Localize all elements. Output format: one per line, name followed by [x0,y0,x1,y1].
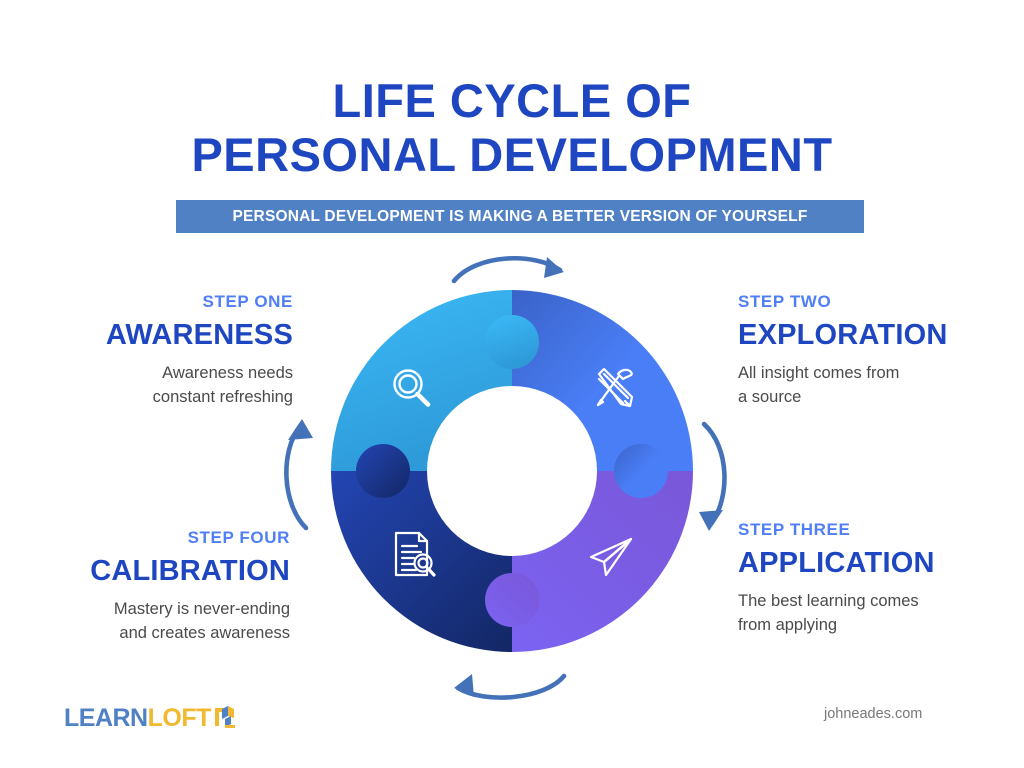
step-two-desc-line2: a source [738,387,802,406]
step-four-desc-line2: and creates awareness [119,623,290,642]
subtitle-text: PERSONAL DEVELOPMENT IS MAKING A BETTER … [232,207,808,225]
arrow-clockwise-bottom [440,666,572,715]
step-three-title: APPLICATION [738,547,935,579]
title-line-1: LIFE CYCLE OF [332,74,692,127]
step-two-title: EXPLORATION [738,319,948,351]
cycle-diagram [331,290,693,652]
arrow-clockwise-right [692,418,738,543]
logo-text-loft: LOFT [147,704,212,732]
title-line-2: PERSONAL DEVELOPMENT [191,128,833,182]
step-four-desc-line1: Mastery is never-ending [113,600,290,618]
step-three-label: STEP THREE [738,520,851,539]
arrow-clockwise-top [448,248,576,295]
arrow-clockwise-left [274,414,320,541]
step-four-title: CALIBRATION [90,555,290,587]
step-block-awareness: STEP ONE AWARENESS Awareness needs const… [20,292,293,410]
step-one-desc-line2: constant refreshing [152,387,293,406]
step-three-desc-line1: The best learning comes [738,592,919,610]
step-one-title: AWARENESS [105,319,293,351]
step-two-label: STEP TWO [738,292,832,311]
logo-text-learn: LEARN [64,704,148,732]
wheel-segment-calibration[interactable] [331,444,539,652]
website-url: johneades.com [824,706,923,722]
step-block-application: STEP THREE APPLICATION The best learning… [738,520,1018,638]
subtitle-banner: PERSONAL DEVELOPMENT IS MAKING A BETTER … [176,200,864,233]
lightning-bolt-icon [212,704,238,735]
page-title: LIFE CYCLE OF PERSONAL DEVELOPMENT [0,74,1024,182]
step-four-label: STEP FOUR [187,528,290,547]
step-three-desc-line2: from applying [738,615,838,634]
step-block-exploration: STEP TWO EXPLORATION All insight comes f… [738,292,1018,410]
cycle-wheel-svg [331,290,693,652]
step-block-calibration: STEP FOUR CALIBRATION Mastery is never-e… [10,528,290,646]
step-two-desc-line1: All insight comes from [738,364,900,382]
step-one-label: STEP ONE [202,292,293,311]
step-one-desc-line1: Awareness needs [162,364,293,382]
learnloft-logo[interactable]: LEARN LOFT [64,702,238,735]
